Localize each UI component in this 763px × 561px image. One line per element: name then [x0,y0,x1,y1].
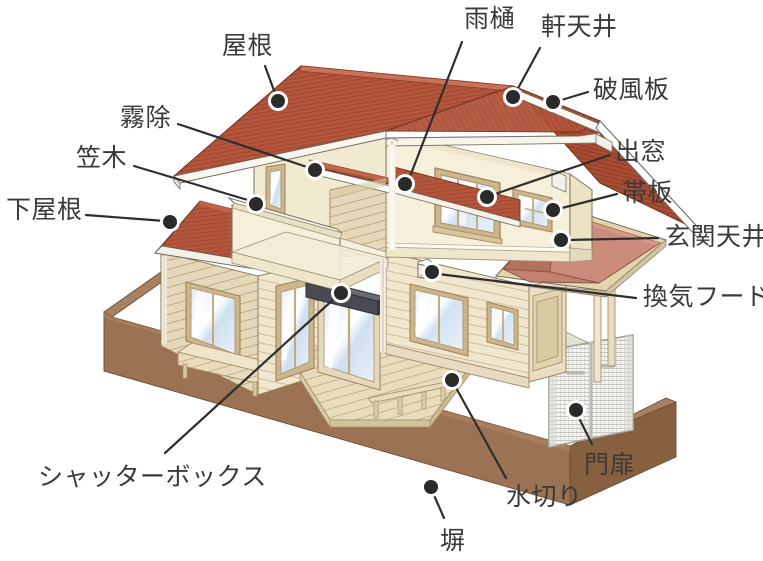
callout-dot-shutter-box[interactable] [334,286,348,300]
second-floor-window-right [512,188,553,233]
leader-line-entrance-ceiling [565,236,660,242]
callout-label-roof: 屋根 [222,31,274,60]
leader-line-kirisake-canopy [176,122,312,170]
south-lower-window-left [409,283,469,357]
leader-line-bargeboard [556,90,590,103]
callout-dot-band-board[interactable] [546,203,560,217]
leader-line-drip-flashing [453,384,508,480]
leader-line-rain-gutter [407,40,464,181]
callout-label-boundary-wall: 塀 [440,526,466,555]
callout-dot-boundary-wall[interactable] [424,480,438,494]
callout-dot-entrance-ceiling[interactable] [554,233,568,247]
callout-dot-lower-roof[interactable] [163,215,177,229]
callout-dot-drip-flashing[interactable] [445,373,459,387]
callout-label-lower-roof: 下屋根 [6,195,83,224]
rain-gutter-downspout [380,137,399,352]
leader-line-vent-hood [436,272,638,300]
leader-line-roof [263,64,278,98]
leader-line-gate-door [576,414,594,446]
callout-label-bay-window: 出窓 [615,137,667,166]
second-floor-east [569,173,593,263]
leader-line-shutter-box [163,295,338,455]
callout-dot-gate-door[interactable] [569,403,583,417]
callout-label-drip-flashing: 水切り [506,482,583,511]
callout-dot-coping[interactable] [249,197,263,211]
leader-line-lower-roof [84,213,167,223]
callout-dot-vent-hood[interactable] [425,265,439,279]
main-roof-shape [173,65,703,239]
west-window [185,281,241,361]
leader-line-eave-soffit [514,46,542,94]
callout-dot-eave-soffit[interactable] [506,90,520,104]
callout-dot-bargeboard[interactable] [546,95,560,109]
west-upper-window [265,163,286,215]
sliding-doors-sw [275,276,315,382]
leader-line-coping [132,164,253,203]
callout-label-entrance-ceiling: 玄関天井 [665,222,763,251]
callout-dot-rain-gutter[interactable] [398,177,412,191]
callout-label-kirisake-canopy: 霧除 [120,103,172,132]
callout-label-vent-hood: 換気フード [643,282,763,311]
sliding-doors-south [317,291,381,391]
south-wall-lower [385,251,530,389]
leader-line-band-board [556,192,619,211]
callout-dot-bay-window[interactable] [480,190,494,204]
callout-label-coping: 笠木 [76,143,128,172]
callout-dot-kirisake-canopy[interactable] [308,163,322,177]
leader-line-boundary-wall [431,491,446,520]
callout-label-bargeboard: 破風板 [593,75,670,104]
entrance-doorway [528,261,616,383]
callout-dot-roof[interactable] [271,94,285,108]
callout-label-gate-door: 門扉 [584,450,636,479]
callout-leaders [84,40,660,520]
leader-line-bay-window [490,153,612,197]
kirisake-canopy-shape [307,159,521,228]
left-wing-lower [160,251,273,397]
callout-label-rain-gutter: 雨樋 [464,4,516,33]
callout-label-eave-soffit: 軒天井 [541,12,618,41]
callout-label-band-board: 帯板 [622,178,674,207]
south-lower-window-right [486,301,519,351]
callout-label-shutter-box: シャッターボックス [38,462,267,491]
